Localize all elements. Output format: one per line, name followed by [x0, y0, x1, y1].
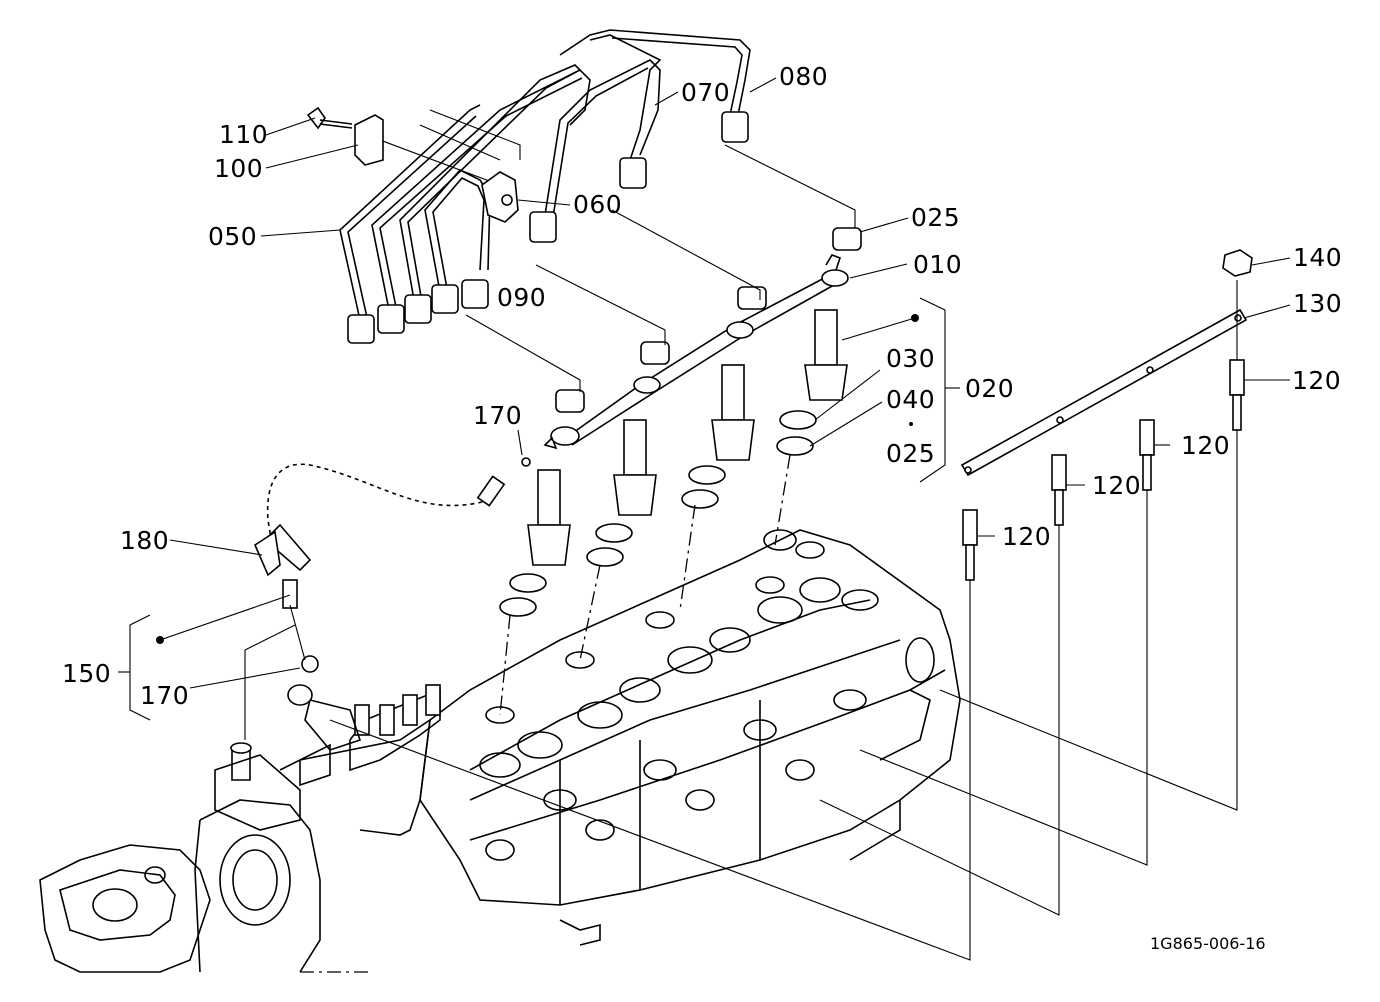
callout-050: 050 — [208, 222, 258, 251]
callout-130: 130 — [1293, 289, 1343, 318]
front-case — [39, 742, 370, 973]
callout-025-bottom: 025 — [886, 439, 936, 468]
callout-040: 040 — [886, 385, 936, 414]
callout-080: 080 — [779, 62, 829, 91]
injection-pump — [287, 684, 441, 772]
callout-100: 100 — [214, 154, 264, 183]
callout-025-top: 025 — [911, 203, 961, 232]
return-hose-group — [244, 457, 531, 740]
callout-030: 030 — [886, 344, 936, 373]
callout-010: 010 — [913, 250, 963, 279]
callout-060: 060 — [573, 190, 623, 219]
leader-lines — [118, 77, 1291, 721]
callout-180: 180 — [120, 526, 170, 555]
callout-170-upper: 170 — [473, 401, 523, 430]
callout-090: 090 — [497, 283, 547, 312]
callout-120-d: 120 — [1292, 366, 1342, 395]
cylinder-head — [279, 529, 961, 946]
callout-120-b: 120 — [1092, 471, 1142, 500]
callout-070: 070 — [681, 78, 731, 107]
callout-170-lower: 170 — [140, 681, 190, 710]
callout-150: 150 — [62, 659, 112, 688]
overflow-pipe — [543, 227, 862, 450]
callout-120-a: 120 — [1002, 522, 1052, 551]
callout-110: 110 — [219, 120, 269, 149]
injection-pipes — [306, 29, 751, 344]
callout-020: 020 — [965, 374, 1015, 403]
callout-140: 140 — [1293, 243, 1343, 272]
drawing-number: 1G865-006-16 — [1150, 934, 1266, 953]
glow-plug-group — [329, 249, 1253, 961]
nozzle-holders — [499, 309, 848, 716]
callout-120-c: 120 — [1181, 431, 1231, 460]
